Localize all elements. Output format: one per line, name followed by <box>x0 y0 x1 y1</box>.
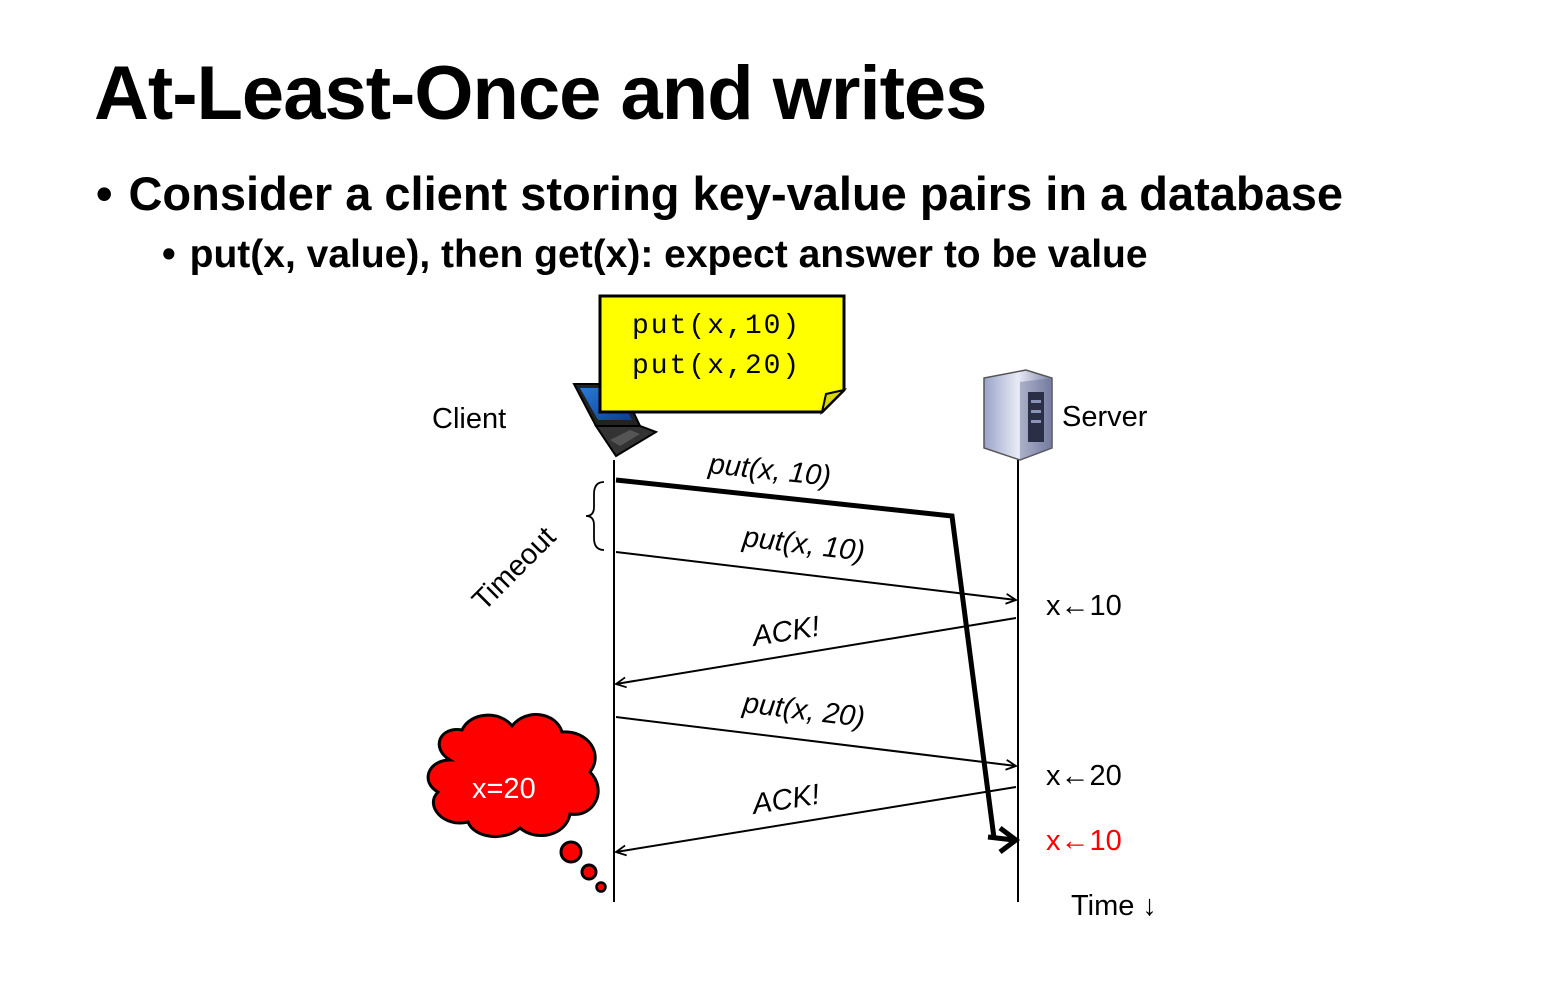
thought-text: x=20 <box>472 773 536 805</box>
bullet-secondary-text: put(x, value), then get(x): expect answe… <box>189 233 1148 276</box>
server-state-2: x←20 <box>1046 760 1122 792</box>
server-state-3: x←10 <box>1046 825 1122 857</box>
message-put-x10-retry <box>615 551 1016 600</box>
client-label: Client <box>432 403 506 435</box>
thought-cloud: x=20 <box>426 713 607 893</box>
server-icon <box>983 369 1053 461</box>
slide-title: At-Least-Once and writes <box>94 51 987 136</box>
note-line-2: put(x,20) <box>632 351 801 382</box>
delayed-message-path <box>615 477 997 839</box>
server-state-1: x←10 <box>1046 590 1122 622</box>
sticky-note: put(x,10) put(x,20) <box>598 294 848 416</box>
timeout-label: Timeout <box>466 521 562 617</box>
message-label-put-x20: put(x, 20) <box>740 687 866 734</box>
message-label-ack-first: ACK! <box>748 611 822 654</box>
bullet-primary-text: Consider a client storing key-value pair… <box>128 167 1344 220</box>
bullet-dot-icon: • <box>162 233 176 276</box>
bullet-primary: • Consider a client storing key-value pai… <box>96 170 1343 217</box>
thought-bubble-small <box>595 881 607 893</box>
message-ack-second <box>616 786 1017 852</box>
message-label-put-x10-retry: put(x, 10) <box>740 521 866 568</box>
message-ack-first <box>616 617 1017 684</box>
message-label-put-x10-first: put(x, 10) <box>706 448 832 493</box>
message-put-x20 <box>615 716 1016 766</box>
timeout-brace <box>585 481 605 551</box>
thought-bubble-medium <box>580 863 598 881</box>
server-label: Server <box>1062 401 1148 433</box>
bullet-secondary: • put(x, value), then get(x): expect answ… <box>162 235 1148 274</box>
note-line-1: put(x,10) <box>632 311 801 342</box>
bullet-dot-icon: • <box>96 167 113 220</box>
thought-bubble-large <box>559 840 583 864</box>
message-label-ack-second: ACK! <box>748 779 822 822</box>
delayed-message-arrow <box>987 834 1015 843</box>
time-label: Time ↓ <box>1071 890 1157 922</box>
delayed-arrowhead <box>998 826 1021 854</box>
